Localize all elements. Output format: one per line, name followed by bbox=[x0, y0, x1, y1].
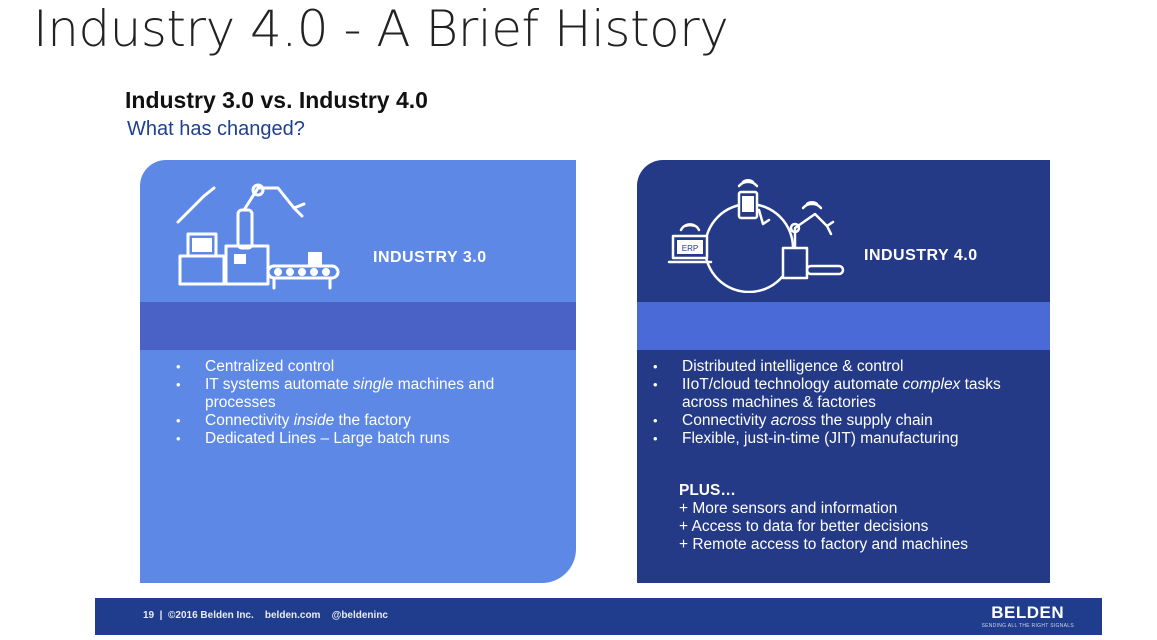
plus-section: PLUS… + More sensors and information + A… bbox=[679, 482, 1039, 554]
industry-3-title: INDUSTRY 3.0 bbox=[373, 249, 487, 266]
industry-3-bullet-list: Centralized control IT systems automate … bbox=[172, 358, 562, 448]
factory-robot-arm-icon bbox=[176, 183, 340, 290]
erp-label: ERP bbox=[682, 244, 698, 253]
plus-item: + More sensors and information bbox=[679, 500, 898, 517]
industry-3-panel: INDUSTRY 3.0 Centralized control IT syst… bbox=[140, 160, 576, 583]
logo-wordmark: BELDEN bbox=[991, 603, 1065, 622]
plus-item: + Access to data for better decisions bbox=[679, 518, 929, 535]
slide-title: Industry 4.0 - A Brief History bbox=[33, 0, 729, 58]
slide-footer: 19 | ©2016 Belden Inc. belden.com @belde… bbox=[95, 598, 1102, 635]
industry-3-bullet: IT systems automate single machines and … bbox=[172, 376, 562, 412]
industry-4-bullet: Connectivity across the supply chain bbox=[649, 412, 1044, 430]
belden-logo: BELDEN SENDING ALL THE RIGHT SIGNALS bbox=[981, 603, 1074, 629]
plus-heading: PLUS… bbox=[679, 482, 736, 499]
logo-tagline: SENDING ALL THE RIGHT SIGNALS bbox=[981, 623, 1074, 629]
industry-4-title: INDUSTRY 4.0 bbox=[864, 247, 978, 264]
slide-question: What has changed? bbox=[127, 118, 305, 140]
panel-divider-band bbox=[637, 302, 1050, 350]
plus-item: + Remote access to factory and machines bbox=[679, 536, 969, 553]
industry-4-bullet-list: Distributed intelligence & control IIoT/… bbox=[649, 358, 1044, 448]
slide-subtitle: Industry 3.0 vs. Industry 4.0 bbox=[125, 87, 428, 113]
connected-factory-icon: ERP bbox=[667, 179, 845, 293]
industry-4-bullet: Distributed intelligence & control bbox=[649, 358, 1044, 376]
industry-4-bullet: Flexible, just-in-time (JIT) manufacturi… bbox=[649, 430, 1044, 448]
industry-4-panel: ERP INDUSTRY 4.0 Distributed intelligenc… bbox=[637, 160, 1050, 583]
footer-text: 19 | ©2016 Belden Inc. belden.com @belde… bbox=[143, 610, 388, 621]
industry-3-bullet: Connectivity inside the factory bbox=[172, 412, 562, 430]
industry-3-bullet: Centralized control bbox=[172, 358, 562, 376]
industry-3-bullet: Dedicated Lines – Large batch runs bbox=[172, 430, 562, 448]
panel-divider-band bbox=[140, 302, 576, 350]
industry-4-bullet: IIoT/cloud technology automate complex t… bbox=[649, 376, 1044, 412]
